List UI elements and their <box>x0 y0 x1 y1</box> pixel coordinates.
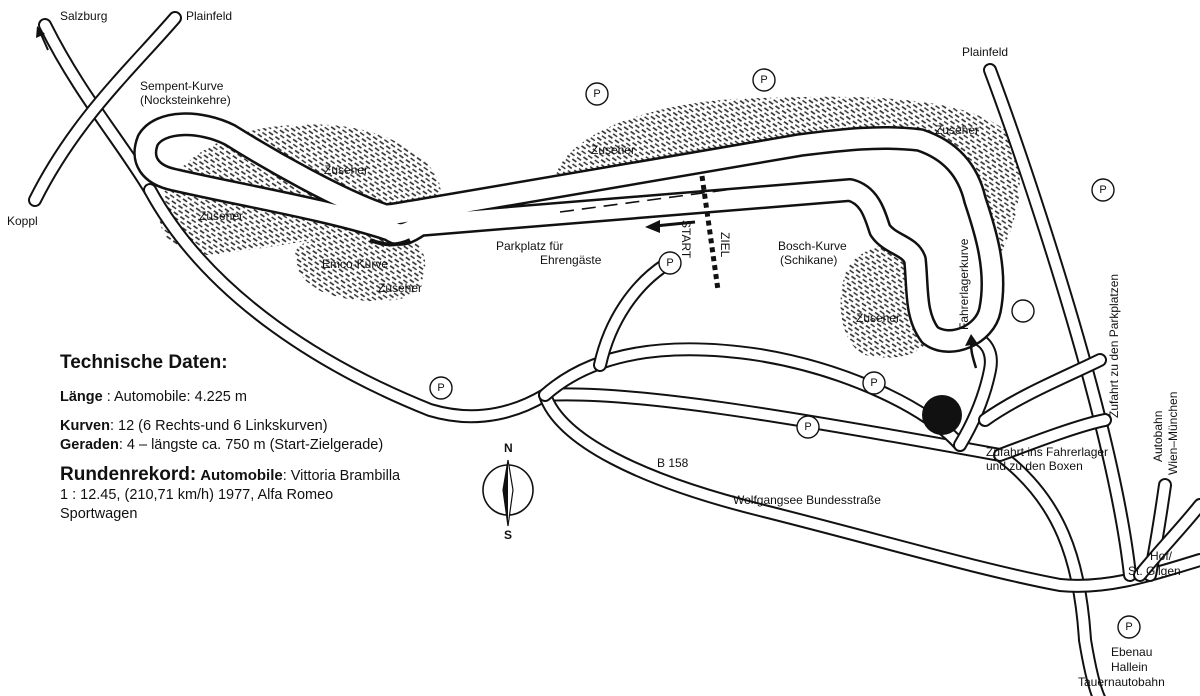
landmark-black-dot <box>922 395 962 435</box>
parking-icon: P <box>1117 615 1141 639</box>
straights-row: Geraden: 4 – längste ca. 750 m (Start-Zi… <box>60 436 410 455</box>
parking-icon: P <box>1091 178 1115 202</box>
map-labels: Salzburg Plainfeld Plainfeld Koppl Sempe… <box>7 9 1181 689</box>
length-value: : Automobile: 4.225 m <box>106 389 247 405</box>
compass-icon: N S <box>482 441 534 542</box>
label-plainfeld-top: Plainfeld <box>186 9 232 23</box>
label-boxen: und zu den Boxen <box>986 459 1083 473</box>
svg-text:P: P <box>870 377 877 389</box>
svg-text:P: P <box>437 382 444 394</box>
label-fahrerlagerkurve: Fahrerlagerkurve <box>957 238 971 330</box>
label-zuseher: Zuseher <box>935 123 979 137</box>
label-salzburg: Salzburg <box>60 9 107 23</box>
label-parkplatz: Parkplatz für <box>496 239 563 253</box>
label-plainfeld-right: Plainfeld <box>962 45 1008 59</box>
svg-text:P: P <box>804 421 811 433</box>
parking-icon: P <box>658 251 682 275</box>
label-zufahrt-parkplatzen: Zufahrt zu den Parkplatzen <box>1107 274 1121 418</box>
label-wien-muenchen: Wien–München <box>1166 392 1180 475</box>
svg-text:P: P <box>666 257 673 269</box>
label-wolfgangsee: Wolfgangsee Bundesstraße <box>733 493 881 507</box>
label-tauernautobahn: Tauernautobahn <box>1078 675 1165 689</box>
parking-icon: P <box>585 82 609 106</box>
label-zuseher: Zuseher <box>378 281 422 295</box>
svg-text:P: P <box>1125 621 1132 633</box>
lap-record-label: Rundenrekord: <box>60 464 197 485</box>
lap-record-row: Rundenrekord: Automobile: Vittoria Bramb… <box>60 465 410 524</box>
parking-icon: P <box>796 415 820 439</box>
label-start: START <box>679 220 693 259</box>
label-zuseher: Zuseher <box>856 311 900 325</box>
label-nocksteinkehre: (Nocksteinkehre) <box>140 93 231 107</box>
technical-data-panel: Technische Daten: Länge : Automobile: 4.… <box>60 352 410 524</box>
parking-markers: P P P P P P P P <box>429 68 1141 639</box>
straights-value: : 4 – längste ca. 750 m (Start-Zielgerad… <box>118 437 384 453</box>
compass-north-label: N <box>504 441 513 455</box>
straights-label: Geraden <box>60 437 119 453</box>
parking-icon: P <box>752 68 776 92</box>
pit-entry-arrow-icon <box>965 334 978 369</box>
label-st-gilgen: St. Gilgen <box>1128 564 1181 578</box>
compass-south-label: S <box>504 528 512 542</box>
label-emco-kurve: Emco-Kurve <box>322 257 388 271</box>
salzburg-arrow-icon <box>36 26 49 51</box>
label-bosch-kurve: Bosch-Kurve <box>778 239 847 253</box>
label-hallein: Hallein <box>1111 660 1148 674</box>
label-ehrengaeste: Ehrengäste <box>540 253 602 267</box>
landmark-empty-circle <box>1011 299 1035 323</box>
label-zuseher: Zuseher <box>324 163 368 177</box>
label-schikane: (Schikane) <box>780 253 837 267</box>
label-zuseher: Zuseher <box>591 143 635 157</box>
label-sempent-kurve: Sempent-Kurve <box>140 79 224 93</box>
race-track <box>133 112 1005 353</box>
label-ziel: ZIEL <box>718 232 732 258</box>
curves-label: Kurven <box>60 418 110 434</box>
curves-value: : 12 (6 Rechts-und 6 Linkskurven) <box>109 418 328 434</box>
label-b158: B 158 <box>657 456 689 470</box>
label-zufahrt-fahrerlager: Zufahrt ins Fahrerlager <box>986 445 1108 459</box>
length-row: Länge : Automobile: 4.225 m <box>60 388 410 407</box>
svg-text:P: P <box>760 74 767 86</box>
length-label: Länge <box>60 389 103 405</box>
parking-icon: P <box>862 371 886 395</box>
roads <box>28 11 1200 696</box>
lap-record-value: : Vittoria Brambilla 1 : 12.45, (210,71 … <box>60 468 401 522</box>
spectator-area-emco <box>294 233 426 302</box>
svg-text:P: P <box>593 88 600 100</box>
svg-text:P: P <box>1099 184 1106 196</box>
label-zuseher: Zuseher <box>199 209 243 223</box>
technical-data-title: Technische Daten: <box>60 352 228 373</box>
label-autobahn: Autobahn <box>1151 411 1165 462</box>
label-ebenau: Ebenau <box>1111 645 1152 659</box>
parking-icon: P <box>429 376 453 400</box>
lap-record-category: Automobile <box>200 467 283 484</box>
start-finish-line <box>645 175 721 291</box>
label-hof: Hof/ <box>1150 549 1173 563</box>
curves-row: Kurven: 12 (6 Rechts-und 6 Linkskurven) <box>60 417 410 436</box>
label-koppl: Koppl <box>7 214 38 228</box>
